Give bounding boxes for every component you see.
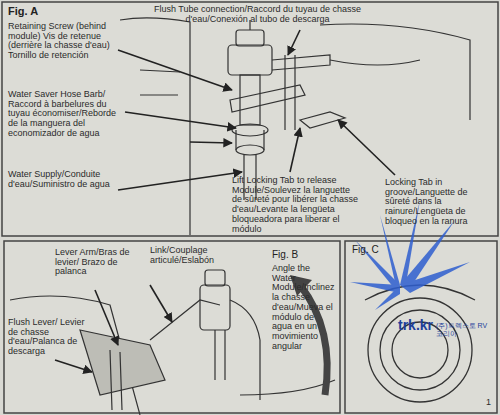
part-label: Locking Tab in groove/Languette de sûret… (385, 178, 493, 227)
part-label: Lift Locking Tab to release Module/Soule… (232, 176, 362, 234)
figure-label: Fig. C (352, 245, 402, 256)
fig-b-panel (4, 241, 340, 413)
figure-label: Fig. B (272, 250, 322, 261)
part-label: Lever Arm/Bras de levier/ Brazo de palan… (55, 248, 145, 277)
part-label: Water Supply/Conduite d'eau/Suministro d… (8, 170, 116, 189)
part-label: Flush Lever/ Levier de chasse d'eau/Pala… (8, 318, 90, 357)
part-label: Link/Couplage articulé/Eslabón (150, 246, 265, 265)
watermark: (주)트렉스토 RV 코리아 (436, 322, 494, 337)
figure-label: Fig. A (8, 6, 68, 18)
page-number: 1 (486, 398, 496, 408)
part-label: Water Saver Hose Barb/ Raccord à barbelu… (8, 90, 123, 139)
part-label: Flush Tube connection/Raccord du tuyau d… (150, 5, 365, 24)
leader-lines (55, 285, 172, 372)
fig-a-panel (2, 2, 498, 236)
leader-lines (118, 30, 395, 190)
instruction-label: Angle the Water Module/Inclinez la chass… (272, 264, 336, 351)
fig-c-drawing (365, 285, 475, 402)
part-label: Retaining Screw (behind module) Vis de r… (8, 22, 116, 61)
